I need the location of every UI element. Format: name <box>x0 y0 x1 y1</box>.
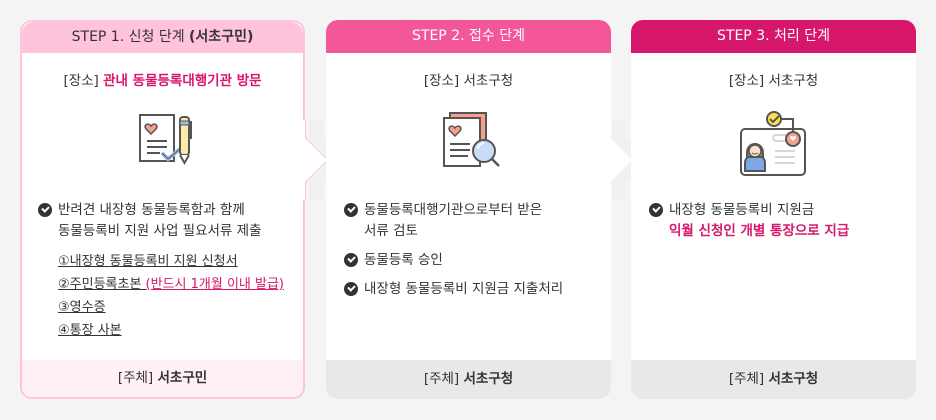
step-1-bullets: 반려견 내장형 동물등록함과 함께 동물등록비 지원 사업 필요서류 제출 ①내… <box>38 200 293 342</box>
step-1-footer: [주체] 서초구민 <box>22 360 303 397</box>
bullet-item: 동물등록대행기관으로부터 받은 서류 검토 <box>344 200 601 242</box>
check-circle-icon <box>344 253 358 267</box>
check-circle-icon <box>344 203 358 217</box>
check-circle-icon <box>344 282 358 296</box>
chevron-right-icon <box>606 120 648 200</box>
id-card-check-icon <box>739 111 806 176</box>
step-2-footer: [주체] 서초구청 <box>326 360 611 399</box>
document-heart-pencil-icon <box>138 114 192 166</box>
step-2-card: STEP 2. 접수 단계 [장소] 서초구청 동물등록대행기관으로부터 받은 … <box>326 20 611 399</box>
check-circle-icon <box>38 203 52 217</box>
step-3-place: [장소] 서초구청 <box>728 73 819 89</box>
document-item: ①내장형 동물등록비 지원 신청서 <box>58 254 238 269</box>
bullet-item: 내장형 동물등록비 지원금 익월 신청인 개별 통장으로 지급 <box>649 200 906 242</box>
bullet-item: 반려견 내장형 동물등록함과 함께 동물등록비 지원 사업 필요서류 제출 <box>38 200 293 242</box>
bullet-item: 내장형 동물등록비 지원금 지출처리 <box>344 279 601 300</box>
step-2-bullets: 동물등록대행기관으로부터 받은 서류 검토 동물등록 승인 내장형 동물등록비 … <box>344 200 601 308</box>
step-3-card: STEP 3. 처리 단계 [장소] 서초구청 내장형 동물등록비 지원 <box>631 20 916 399</box>
step-1-header: STEP 1. 신청 단계 (서초구민) <box>22 22 303 53</box>
document-item: ③영수증 <box>58 300 106 315</box>
check-circle-icon <box>649 203 663 217</box>
bullet-item: 동물등록 승인 <box>344 250 601 271</box>
document-magnifier-icon <box>442 112 500 167</box>
step-2-place: [장소] 서초구청 <box>423 73 514 89</box>
document-item: ②주민등록초본 (반드시 1개월 이내 발급) <box>58 277 284 292</box>
required-documents-list: ①내장형 동물등록비 지원 신청서 ②주민등록초본 (반드시 1개월 이내 발급… <box>58 250 293 342</box>
step-1-card: STEP 1. 신청 단계 (서초구민) [장소] 관내 동물등록대행기관 방문… <box>20 20 305 399</box>
step-1-place: [장소] 관내 동물등록대행기관 방문 <box>63 73 262 89</box>
step-3-footer: [주체] 서초구청 <box>631 360 916 399</box>
document-item: ④통장 사본 <box>58 323 122 338</box>
step-3-header: STEP 3. 처리 단계 <box>631 20 916 53</box>
step-3-bullets: 내장형 동물등록비 지원금 익월 신청인 개별 통장으로 지급 <box>649 200 906 250</box>
step-2-header: STEP 2. 접수 단계 <box>326 20 611 53</box>
